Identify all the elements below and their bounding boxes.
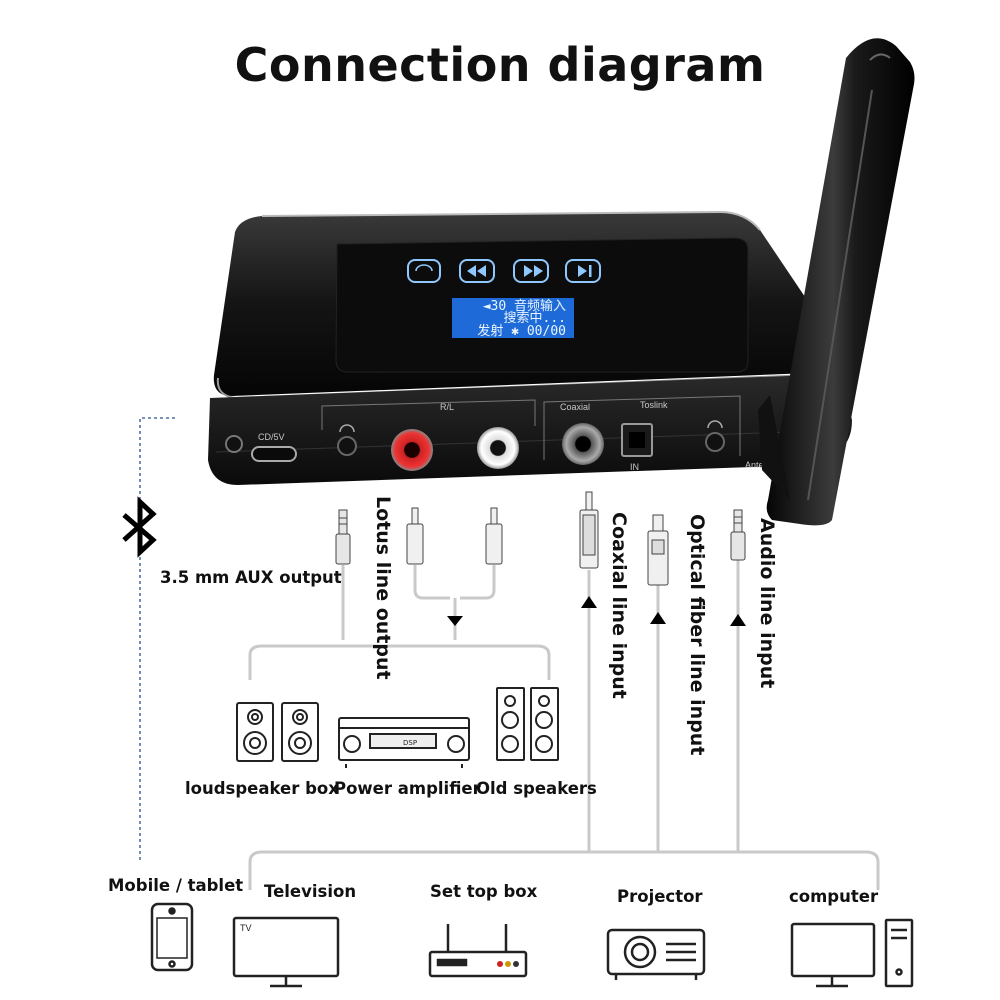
source-label-set-top-box: Set top box (430, 882, 538, 901)
source-label-computer: computer (789, 887, 879, 906)
mobile-tablet-icon (150, 902, 194, 972)
amplifier-display-text: DSP (403, 739, 417, 747)
rca-red-port (391, 429, 433, 471)
bluetooth-transmitter-device: ◄30 音频输入 搜索中... 发射 ✱ 00/00 CD/5V R/L Coa… (208, 210, 852, 485)
source-label-projector: Projector (617, 887, 703, 906)
toslink-label: Toslink (640, 400, 668, 410)
output-label-old-speakers: Old speakers (476, 779, 597, 798)
touch-buttons (407, 259, 601, 283)
lotus-output-label: Lotus line output (372, 496, 394, 680)
set-top-box-icon (428, 924, 528, 978)
tv-badge: TV (240, 923, 252, 933)
source-label-television: Television (264, 882, 357, 901)
output-label-loudspeaker: loudspeaker box (185, 779, 339, 798)
television-icon (232, 916, 340, 988)
antenna-icon (758, 38, 915, 526)
lcd-screen (452, 298, 574, 338)
coaxial-label: Coaxial (560, 402, 590, 412)
fast-forward-button-icon (513, 259, 549, 283)
play-pause-button-icon (565, 259, 601, 283)
lcd-line-1: ◄30 音频输入 (483, 298, 566, 314)
output-label-amplifier: Power amplifier (334, 779, 481, 798)
output-arrow-icon (447, 616, 463, 626)
coaxial-input-label: Coaxial line input (608, 512, 630, 699)
computer-icon (790, 918, 914, 988)
mode-button-icon (407, 259, 441, 283)
old-speakers-icon (496, 687, 559, 761)
output-cables (248, 565, 551, 680)
coaxial-port (562, 423, 604, 465)
bluetooth-icon (122, 496, 157, 558)
optical-plug-icon (647, 514, 669, 586)
source-label-mobile: Mobile / tablet (108, 876, 244, 895)
antenna-label: Ante (745, 460, 764, 470)
rl-label: R/L (440, 402, 454, 412)
rca-white-port (477, 427, 519, 469)
bluetooth-link (139, 417, 175, 862)
headphone-output-port (337, 436, 357, 456)
audio-plug-icon (730, 509, 746, 561)
projector-icon (606, 928, 706, 980)
headphone-icon (339, 424, 355, 433)
headphone-input-icon (707, 420, 723, 429)
audio-input-port (705, 432, 725, 452)
audio-input-label: Audio line input (756, 518, 778, 689)
rewind-button-icon (459, 259, 495, 283)
optical-input-label: Optical fiber line input (686, 514, 708, 756)
in-label: IN (630, 462, 639, 472)
coaxial-plug-icon (579, 491, 599, 569)
loudspeaker-box-icon (236, 702, 319, 762)
lotus-rca-plug-icon (406, 507, 503, 565)
page-title: Connection diagram (234, 38, 766, 92)
aux-output-label: 3.5 mm AUX output (160, 568, 342, 587)
cd5v-label: CD/5V (258, 432, 285, 442)
left-jack-port (225, 435, 243, 453)
power-amplifier-icon (338, 717, 470, 768)
lcd-line-2: 搜索中... (504, 311, 566, 326)
audio-arrow-icon (730, 614, 746, 626)
coaxial-arrow-icon (581, 596, 597, 608)
aux-plug-icon (335, 509, 351, 565)
usb-c-port (251, 446, 297, 462)
input-cables (248, 560, 880, 890)
optical-arrow-icon (650, 612, 666, 624)
lcd-line-3: 发射 ✱ 00/00 (477, 323, 566, 339)
